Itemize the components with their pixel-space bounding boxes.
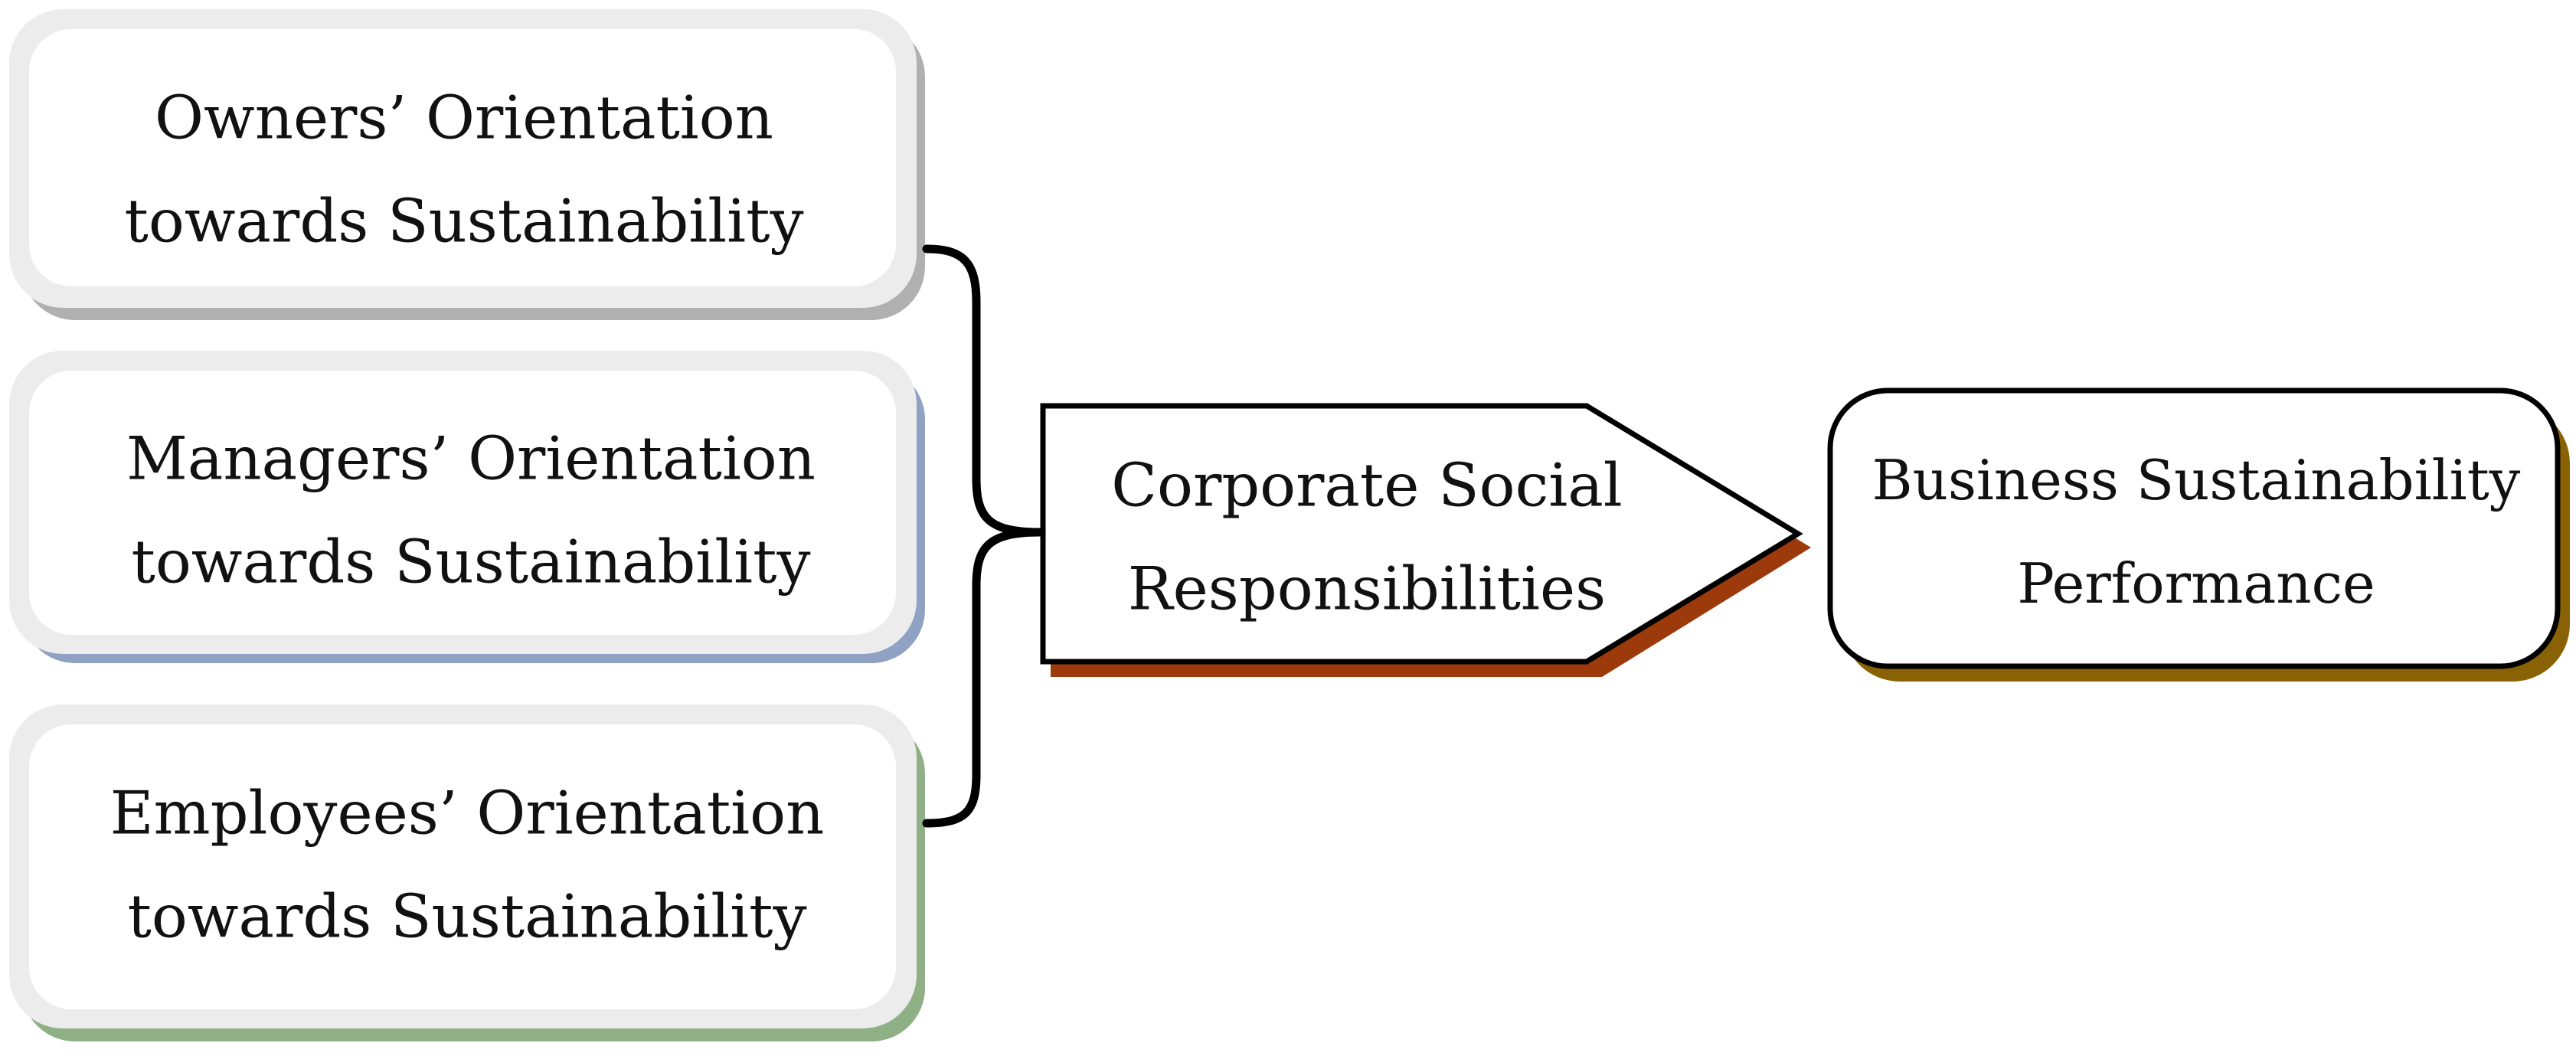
performance-label-line1: Business Sustainability xyxy=(1872,448,2521,512)
managers-box-inner xyxy=(29,371,896,635)
curly-brace-connector xyxy=(922,244,1044,828)
employees-box-inner xyxy=(29,724,896,1009)
owners-label-line1: Owners’ Orientation xyxy=(155,84,773,153)
performance-label-line2: Performance xyxy=(2017,551,2375,616)
managers-orientation-box: Managers’ Orientation towards Sustainabi… xyxy=(9,351,925,663)
csr-arrow-box: Corporate Social Responsibilities xyxy=(1040,403,1811,677)
csr-arrow-shape xyxy=(1040,403,1803,665)
csr-label-line2: Responsibilities xyxy=(1128,555,1606,624)
employees-label-line2: towards Sustainability xyxy=(127,883,806,952)
managers-label-line2: towards Sustainability xyxy=(131,528,810,597)
owners-label-line2: towards Sustainability xyxy=(124,188,803,257)
employees-label-line1: Employees’ Orientation xyxy=(110,780,825,848)
employees-orientation-box: Employees’ Orientation towards Sustainab… xyxy=(9,705,925,1041)
performance-box: Business Sustainability Performance xyxy=(1827,387,2570,682)
performance-box-shape xyxy=(1827,387,2561,669)
owners-orientation-box: Owners’ Orientation towards Sustainabili… xyxy=(9,9,925,320)
managers-label-line1: Managers’ Orientation xyxy=(126,425,816,494)
csr-label-line1: Corporate Social xyxy=(1111,452,1622,521)
owners-box-inner xyxy=(29,29,896,286)
